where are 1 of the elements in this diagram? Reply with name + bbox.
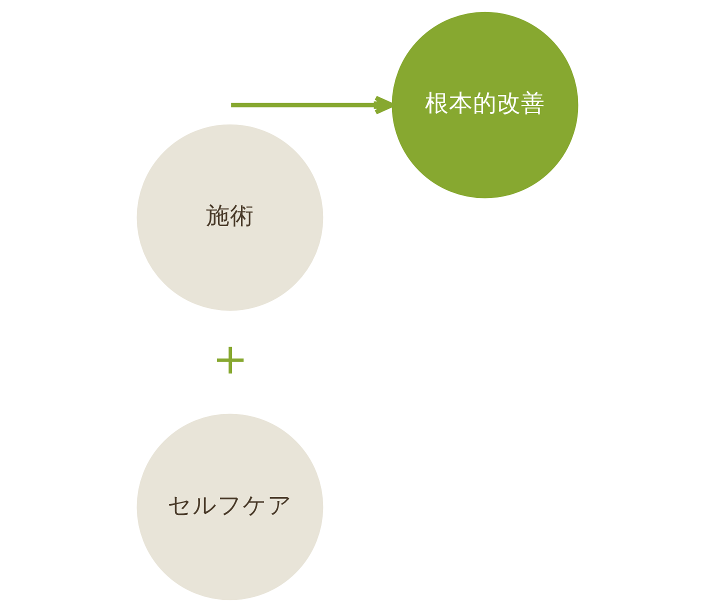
label: ＋ — [204, 328, 255, 388]
